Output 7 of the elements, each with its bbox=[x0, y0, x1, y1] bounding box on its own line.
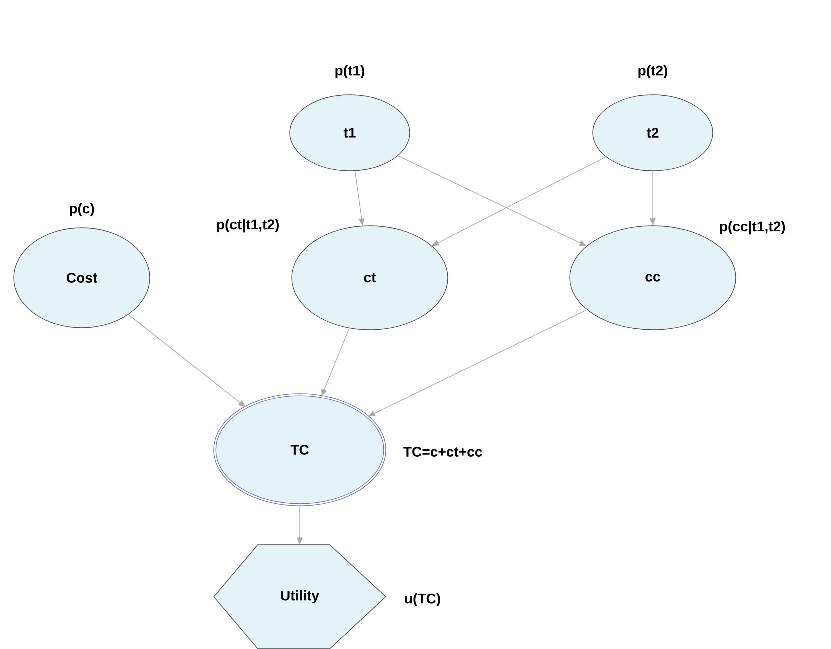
node-annotation: u(TC) bbox=[405, 593, 440, 607]
node-annotation: p(c) bbox=[70, 203, 94, 217]
node-annotation: TC=c+ct+cc bbox=[404, 447, 482, 457]
node-annotation: p(t1) bbox=[336, 65, 365, 79]
node-annotation: p(t2) bbox=[638, 65, 668, 79]
utility-node-hexagon: Utility bbox=[214, 544, 387, 649]
node-annotation: p(ct|t1,t2) bbox=[217, 219, 279, 233]
